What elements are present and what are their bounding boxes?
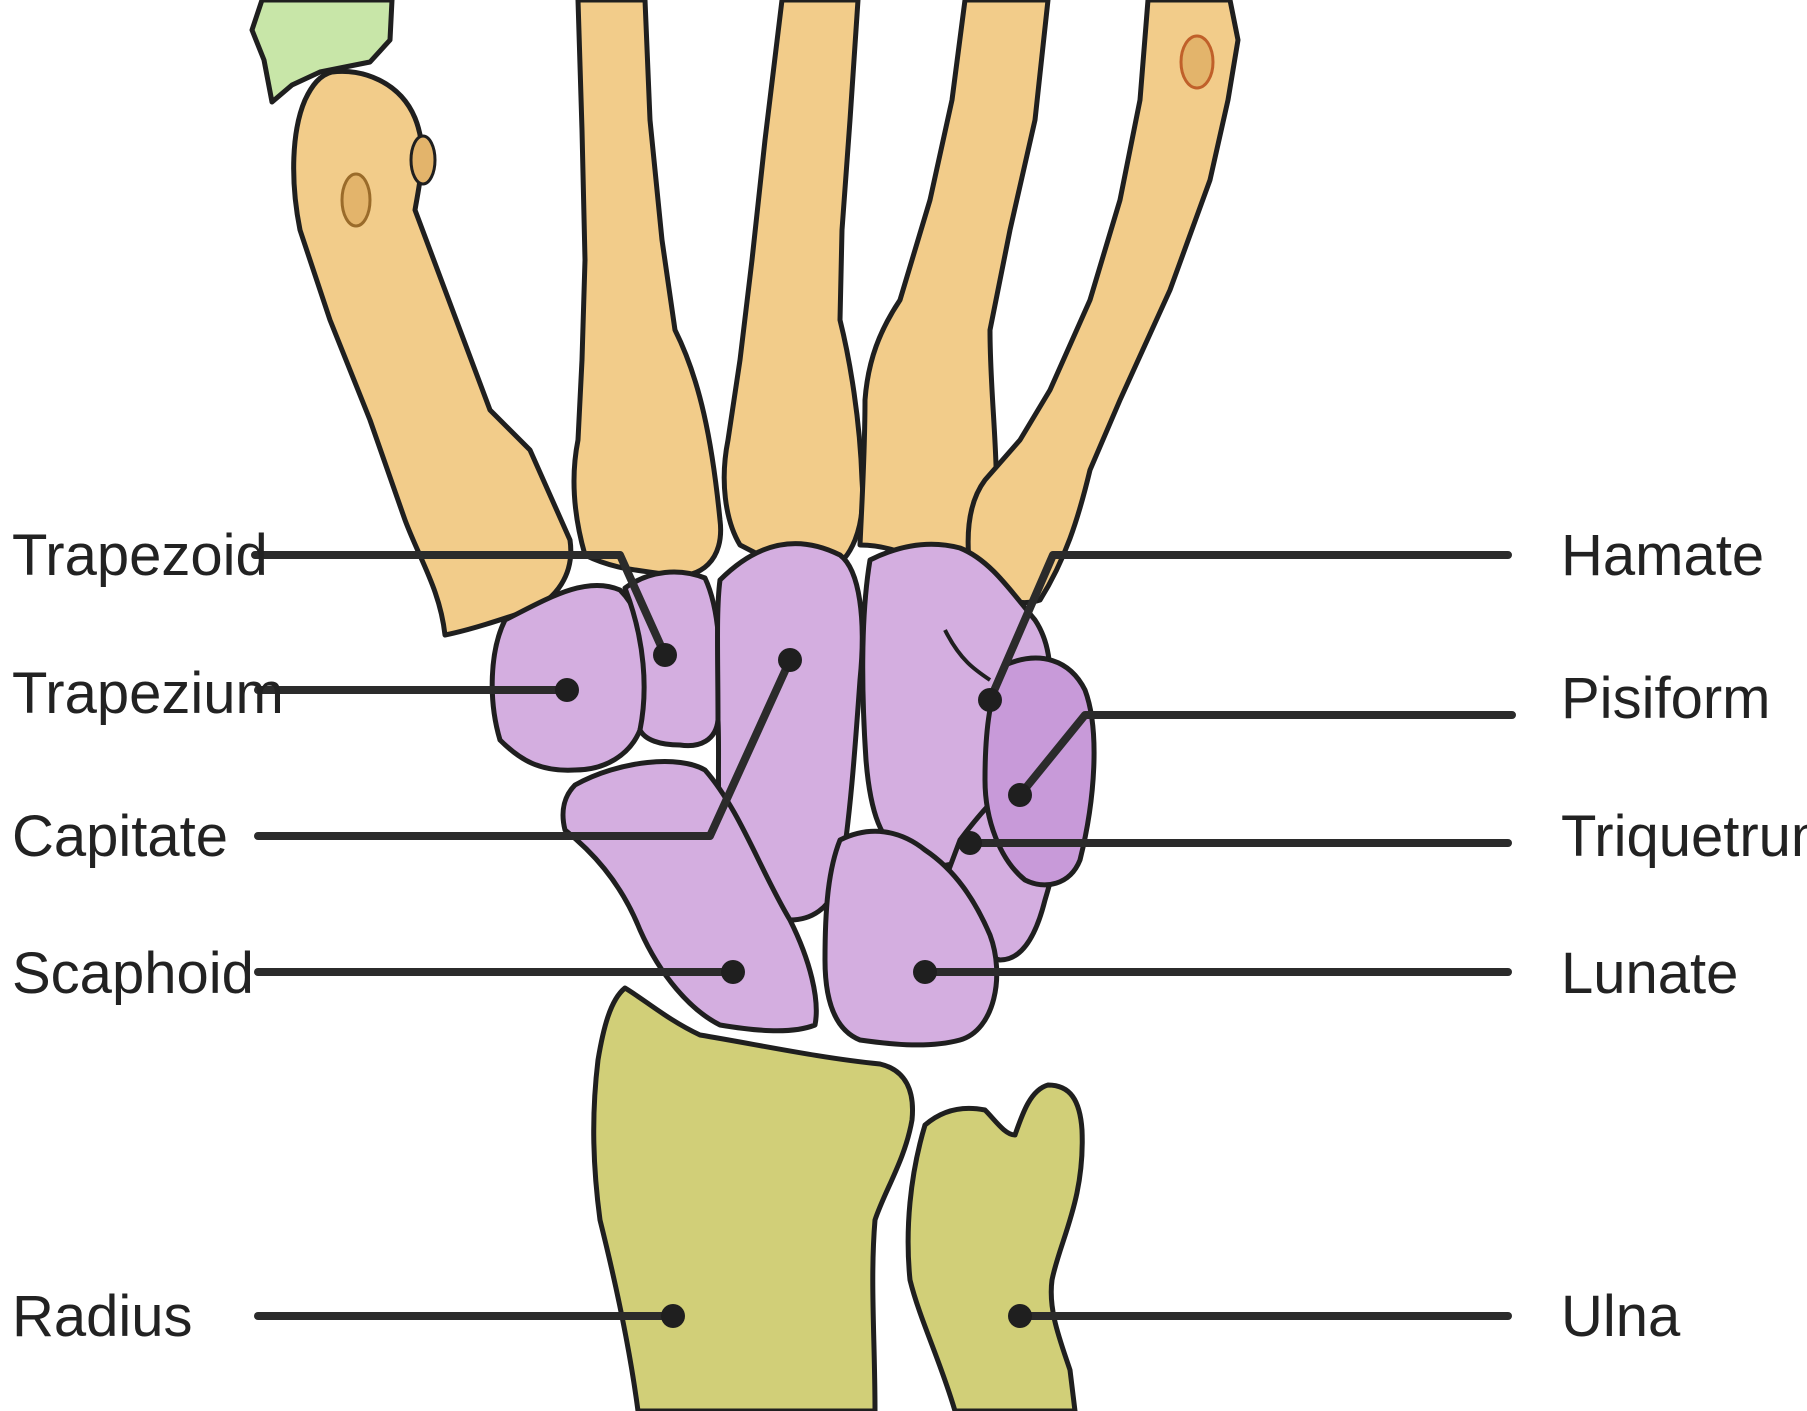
scaphoid-dot [721, 960, 745, 984]
hamate-dot [978, 688, 1002, 712]
label-lunate: Lunate [1561, 945, 1738, 1003]
label-scaphoid: Scaphoid [12, 945, 254, 1003]
little-metacarpal-sesamoid [1181, 36, 1213, 88]
pisiform-dot [1008, 783, 1032, 807]
capitate-dot [778, 648, 802, 672]
label-triquetrum: Triquetrum [1561, 808, 1807, 866]
middle-metacarpal [724, 0, 862, 573]
ulna-bone [908, 1085, 1082, 1411]
label-trapezium: Trapezium [12, 665, 284, 723]
label-radius: Radius [12, 1288, 193, 1346]
label-hamate: Hamate [1561, 527, 1764, 585]
radius-bone [594, 988, 913, 1411]
label-ulna: Ulna [1561, 1288, 1680, 1346]
thumb-sesamoid-2 [411, 136, 435, 184]
lunate-dot [913, 960, 937, 984]
label-capitate: Capitate [12, 808, 228, 866]
ulna-dot [1008, 1304, 1032, 1328]
label-trapezoid: Trapezoid [12, 527, 268, 585]
radius-dot [661, 1304, 685, 1328]
trapezium-bone [492, 585, 648, 770]
triquetrum-dot [958, 831, 982, 855]
label-pisiform: Pisiform [1561, 670, 1770, 728]
trapezium-dot [555, 678, 579, 702]
index-metacarpal [574, 0, 721, 576]
thumb-sesamoid-1 [342, 174, 370, 226]
trapezoid-dot [653, 643, 677, 667]
